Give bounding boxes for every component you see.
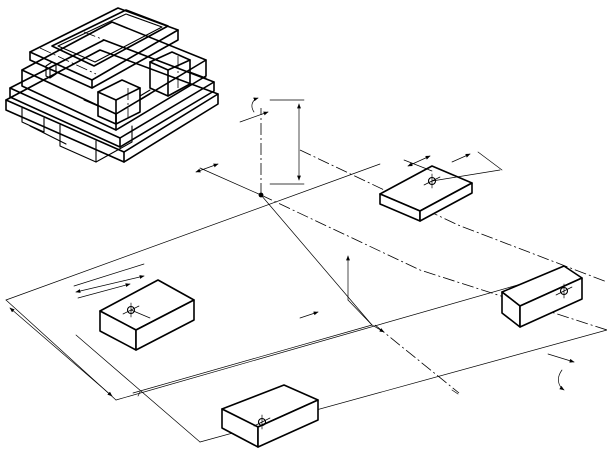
workpiece-block: [501, 265, 583, 328]
workpiece-block: [379, 151, 503, 222]
workpiece-block: [73, 263, 195, 351]
rotation-marker-icon: [251, 97, 259, 113]
fixture-assembly: [5, 7, 219, 163]
rotation-marker-icon: [558, 369, 565, 391]
workpiece-block: [221, 384, 319, 448]
origin-frame: [195, 97, 305, 198]
